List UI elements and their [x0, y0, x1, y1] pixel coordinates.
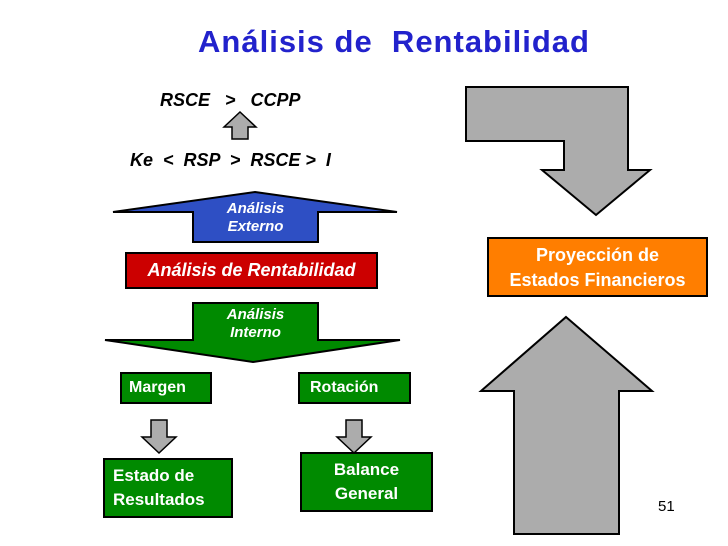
balance-sheet-box: Balance General [300, 452, 433, 512]
rotation-label: Rotación [310, 379, 379, 396]
balance-sheet-line1: Balance [333, 460, 400, 479]
small-up-arrow-icon [222, 110, 258, 140]
slide-title: Análisis de Rentabilidad [198, 24, 590, 59]
margin-box: Margen [120, 372, 212, 404]
external-analysis-line1: Análisis [226, 200, 285, 217]
projection-line1: Proyección de [535, 245, 660, 265]
bent-down-arrow-icon [465, 86, 653, 217]
income-statement-box: Estado de Resultados [103, 458, 233, 518]
internal-analysis-line2: Interno [230, 324, 281, 341]
small-down-arrow-right-icon [335, 419, 373, 455]
external-analysis-line2: Externo [227, 218, 284, 235]
financial-statements-projection-box: Proyección de Estados Financieros [487, 237, 708, 297]
margin-label: Margen [129, 379, 186, 396]
internal-analysis-label: Análisis Interno [180, 306, 331, 342]
income-statement-line2: Resultados [113, 490, 205, 509]
projection-line2: Estados Financieros [509, 270, 686, 290]
profitability-analysis-box: Análisis de Rentabilidad [125, 252, 378, 289]
formula-rsce-ccpp: RSCE > CCPP [160, 90, 301, 110]
rotation-box: Rotación [298, 372, 411, 404]
small-down-arrow-left-icon [140, 419, 178, 455]
blue-up-arrow-icon [112, 190, 398, 243]
balance-sheet-line2: General [334, 484, 399, 503]
formula-ke-rsp-rsce: Ke < RSP > RSCE > I [130, 150, 331, 170]
big-up-arrow-icon [478, 315, 655, 535]
page-number: 51 [658, 498, 675, 515]
profitability-analysis-label: Análisis de Rentabilidad [147, 260, 356, 280]
green-down-arrow-icon [104, 302, 401, 364]
internal-analysis-line1: Análisis [226, 306, 285, 323]
income-statement-line1: Estado de [113, 466, 195, 485]
external-analysis-label: Análisis Externo [180, 200, 331, 236]
